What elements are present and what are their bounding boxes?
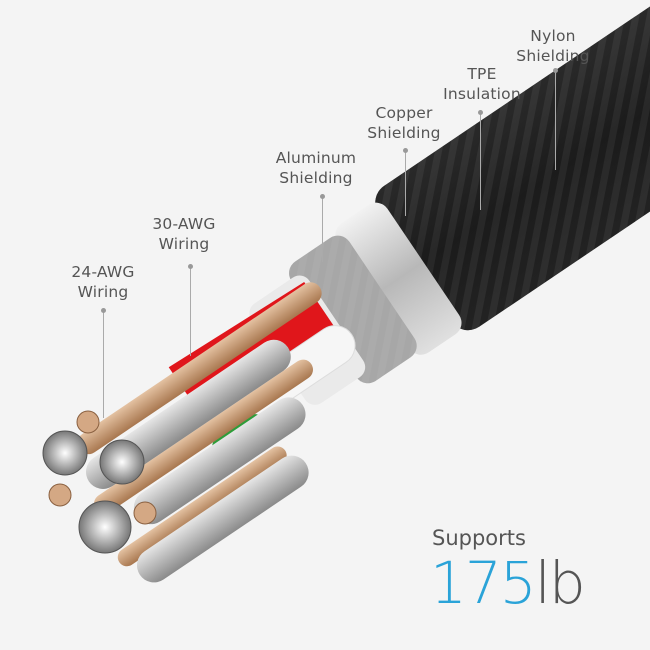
label-line: Copper [375, 104, 433, 122]
strength-unit: lb [534, 549, 586, 617]
leader-line [555, 72, 556, 170]
label-line: Nylon [530, 27, 576, 45]
leader-dot [478, 110, 483, 115]
label-30-awg-wiring: 30-AWG Wiring [124, 214, 244, 254]
label-line: TPE [467, 65, 497, 83]
tpe-insulation [335, 202, 462, 355]
copper-wire [77, 282, 322, 455]
label-tpe-insulation: TPE Insulation [422, 64, 542, 104]
supports-caption: Supports [432, 526, 526, 550]
leader-dot [403, 148, 408, 153]
strength-number: 175 [430, 549, 537, 617]
label-line: 30-AWG [152, 215, 216, 233]
leader-line [190, 268, 191, 356]
wire-ends [42, 410, 157, 554]
label-line: Insulation [443, 85, 521, 103]
leader-dot [553, 68, 558, 73]
leader-dot [101, 308, 106, 313]
leader-line [103, 312, 104, 418]
label-line: Shielding [279, 169, 353, 187]
label-line: Aluminum [275, 149, 357, 167]
leader-line [480, 114, 481, 210]
label-line: Shielding [367, 124, 441, 142]
label-line: Wiring [77, 283, 129, 301]
leader-dot [320, 194, 325, 199]
label-line: Shielding [516, 47, 590, 65]
label-line: 24-AWG [71, 263, 135, 281]
strength-value: 175lb [430, 548, 586, 618]
label-line: Wiring [158, 235, 210, 253]
leader-line [405, 152, 406, 216]
leader-line [322, 198, 323, 262]
label-24-awg-wiring: 24-AWG Wiring [43, 262, 163, 302]
leader-dot [188, 264, 193, 269]
